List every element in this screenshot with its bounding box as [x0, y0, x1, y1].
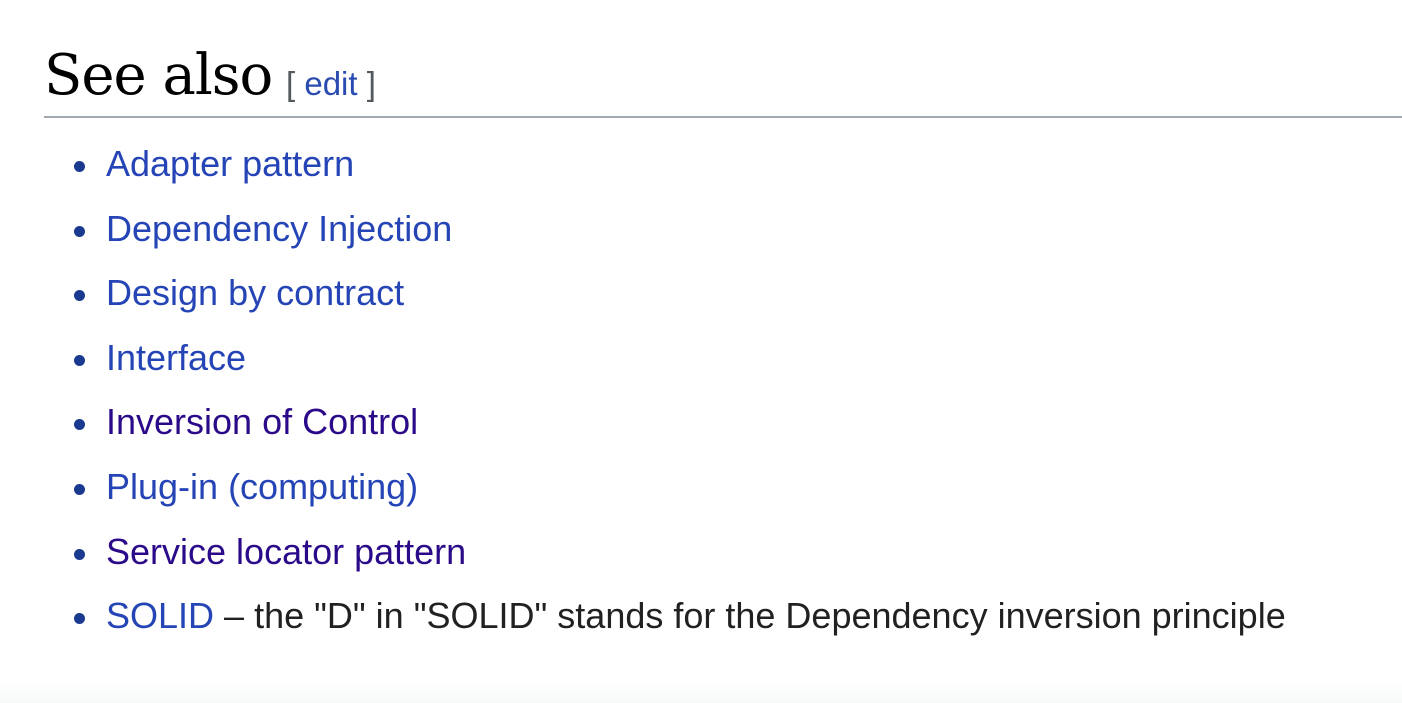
bullet-icon	[74, 548, 85, 560]
list-item: Service locator pattern	[0, 520, 1402, 585]
see-also-list: Adapter pattern Dependency Injection Des…	[0, 132, 1402, 649]
list-item-text: Plug-in (computing)	[106, 455, 418, 519]
list-item: Interface	[0, 326, 1402, 391]
link-design-by-contract[interactable]: Design by contract	[106, 272, 405, 314]
bullet-icon	[74, 483, 85, 495]
list-item: Dependency Injection	[0, 197, 1402, 262]
edit-section-link: [ edit ]	[286, 64, 376, 104]
link-inversion-of-control[interactable]: Inversion of Control	[106, 401, 419, 443]
link-interface[interactable]: Interface	[106, 336, 247, 378]
list-item-text: Interface	[106, 326, 246, 390]
bullet-icon	[74, 613, 85, 625]
list-item-text: Service locator pattern	[106, 520, 466, 584]
link-dependency-injection[interactable]: Dependency Injection	[106, 207, 453, 249]
list-item: SOLID – the "D" in "SOLID" stands for th…	[0, 584, 1402, 649]
list-item-text: SOLID – the "D" in "SOLID" stands for th…	[106, 584, 1286, 648]
list-item-text: Adapter pattern	[106, 132, 354, 196]
page-bottom-fade	[0, 680, 1402, 703]
list-item-text: Inversion of Control	[106, 390, 418, 454]
link-adapter-pattern[interactable]: Adapter pattern	[106, 143, 355, 184]
list-item: Design by contract	[0, 261, 1402, 326]
edit-bracket-open: [	[286, 65, 296, 102]
edit-link[interactable]: edit	[304, 65, 358, 102]
see-also-heading: See also [ edit ]	[44, 38, 1402, 118]
list-item: Plug-in (computing)	[0, 455, 1402, 520]
edit-bracket-close: ]	[366, 65, 376, 102]
link-plug-in-computing[interactable]: Plug-in (computing)	[106, 465, 419, 507]
list-item: Adapter pattern	[0, 132, 1402, 197]
bullet-icon	[74, 225, 85, 237]
bullet-icon	[74, 290, 85, 302]
list-item-suffix: – the "D" in "SOLID" stands for the Depe…	[214, 595, 1286, 637]
bullet-icon	[74, 161, 85, 172]
bullet-icon	[74, 419, 85, 431]
section-title: See also	[44, 43, 273, 108]
link-service-locator-pattern[interactable]: Service locator pattern	[106, 530, 467, 572]
list-item-text: Design by contract	[106, 261, 404, 325]
bullet-icon	[74, 354, 85, 366]
link-solid[interactable]: SOLID	[106, 595, 215, 637]
list-item: Inversion of Control	[0, 390, 1402, 455]
list-item-text: Dependency Injection	[106, 197, 452, 261]
